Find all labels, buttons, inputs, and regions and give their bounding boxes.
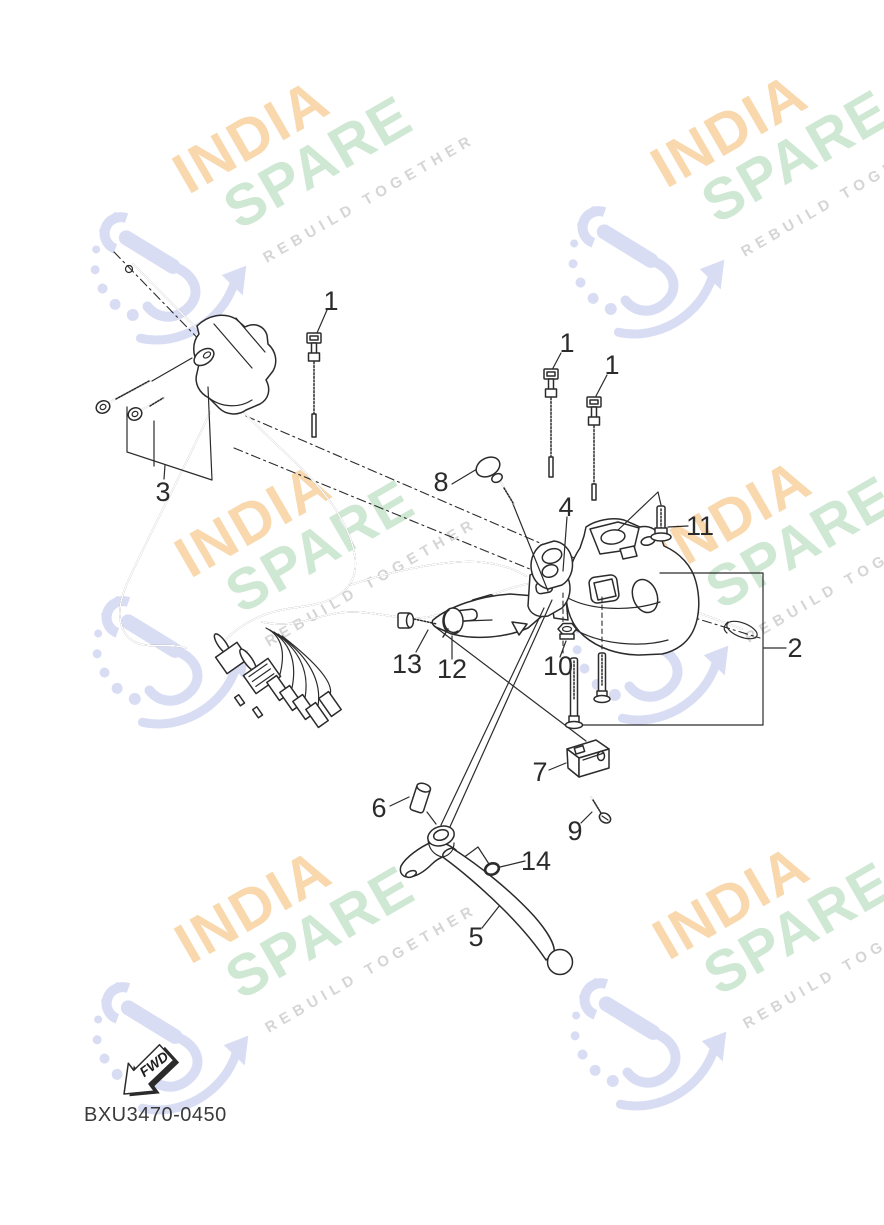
cable-tie [586, 396, 602, 501]
cable-looms [119, 407, 357, 649]
lever-bushing [409, 782, 432, 814]
callout-5-6: 5 [468, 922, 483, 952]
callout-10-11: 10 [543, 651, 573, 681]
reference-brackets [126, 386, 764, 726]
fwd-arrow: FWD [123, 1043, 180, 1097]
callout-leader-lines [151, 309, 787, 929]
spring-washer [442, 607, 464, 638]
callout-4-5: 4 [558, 492, 573, 522]
wrench-watermark-icon [92, 982, 249, 1115]
callout-6-7: 6 [371, 793, 386, 823]
diagram-line-art: FWD BXU3470-0450 [84, 251, 787, 1126]
brake-lever [399, 825, 574, 976]
handlebar-clamp [193, 314, 277, 415]
pan-head-screw [475, 456, 515, 505]
cable-tie [306, 332, 322, 438]
housing-screw [650, 505, 672, 542]
callout-1-2: 1 [604, 350, 619, 380]
callout-1-1: 1 [559, 328, 574, 358]
wrench-watermark-icon [568, 206, 725, 339]
callout-12-13: 12 [437, 654, 467, 684]
wrench-watermark-icon [90, 212, 247, 345]
watermark-2: INDIA SPARE REBUILD TOGETHER [568, 60, 884, 339]
callout-14-15: 14 [521, 846, 551, 876]
callout-7-8: 7 [532, 757, 547, 787]
clamp-screws [95, 380, 165, 421]
housing-clamp-bolts [564, 652, 611, 730]
part-number: BXU3470-0450 [84, 1104, 227, 1126]
watermark-layer: INDIA SPARE REBUILD TOGETHER INDIA SPARE… [90, 60, 884, 1115]
watermark-1: INDIA SPARE REBUILD TOGETHER [90, 66, 478, 345]
callout-1-0: 1 [323, 286, 338, 316]
cable-tie [543, 368, 559, 478]
callout-11-12: 11 [686, 511, 714, 541]
callout-13-14: 13 [392, 649, 422, 679]
wrench-watermark-icon [570, 978, 727, 1111]
watermark-3: INDIA SPARE REBUILD TOGETHER [92, 450, 480, 729]
wire-connector-cluster [213, 627, 342, 729]
callout-9-10: 9 [567, 816, 582, 846]
flange-nut [557, 622, 578, 640]
socket-screw [397, 612, 438, 629]
callout-8-9: 8 [433, 467, 448, 497]
assembly-leader-lines [433, 592, 603, 830]
o-ring [483, 862, 501, 876]
watermark-6: INDIA SPARE REBUILD TOGETHER [570, 832, 884, 1111]
watermark-5: INDIA SPARE REBUILD TOGETHER [92, 836, 480, 1115]
bushing-axis-line [426, 811, 437, 825]
brake-switch [566, 739, 610, 778]
switch-screw [590, 796, 612, 824]
callout-2-3: 2 [787, 633, 802, 663]
callout-3-4: 3 [155, 477, 170, 507]
cable-ties [306, 332, 602, 501]
